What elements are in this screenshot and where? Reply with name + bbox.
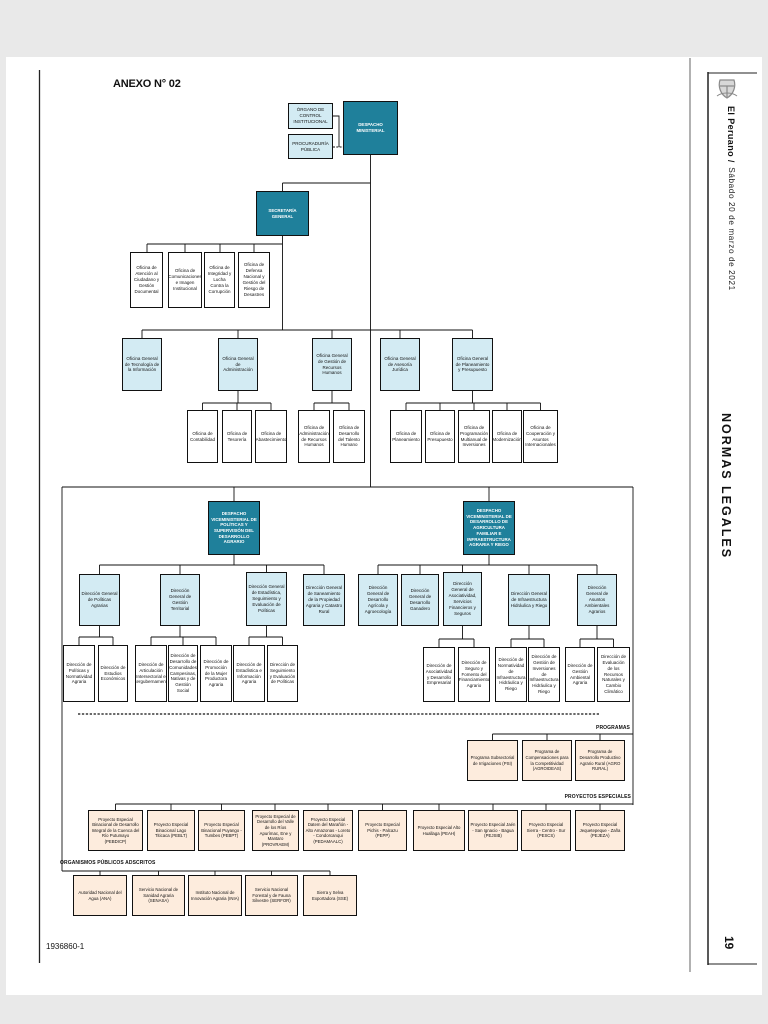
org-box-dg-estadistica: Dirección General de Estadística, Seguim… [246, 572, 287, 626]
programas-section-label: PROGRAMAS [596, 725, 630, 731]
org-box-dir-comunidades: Dirección de Desarrollo de Comunidades C… [168, 645, 198, 702]
org-box-dir-gestion-ambiental: Dirección de Gestión Ambiental Agraria [565, 647, 595, 702]
org-box-organismo-senasa: Servicio Nacional de Sanidad Agraria (SE… [132, 875, 185, 916]
masthead-el-peruano: El Peruano / [726, 106, 736, 163]
org-box-dg-desarrollo-ganadero: Dirección General de Desarrollo Ganadero [401, 574, 439, 626]
org-box-dir-asociatividad-empresarial: Dirección de Asociatividad y Desarrollo … [423, 647, 455, 702]
org-box-oficina-atencion-ciudadano: Oficina de Atención al Ciudadano y Gesti… [130, 252, 163, 308]
proyectos-section-label: PROYECTOS ESPECIALES [564, 794, 631, 800]
org-box-organismo-ana: Autoridad Nacional del Agua (ANA) [73, 875, 127, 916]
org-box-organismo-sse: Sierra y Selva Exportadora (SSE) [303, 875, 357, 916]
org-box-dg-saneamiento: Dirección General de Saneamiento de la P… [303, 574, 345, 626]
org-box-dir-seguro-fomento: Dirección de Seguro y Fomento del Financ… [458, 647, 490, 702]
org-box-modernizacion: Oficina de Modernización [492, 410, 522, 463]
org-box-organismo-inia: Instituto Nacional de Innovación Agraria… [188, 875, 242, 916]
org-box-secretaria-general: SECRETARÍA GENERAL [256, 191, 309, 236]
publication-code: 1936860-1 [46, 942, 85, 951]
org-box-proyecto-pejsib: Proyecto Especial Jaén - San Ignacio - B… [468, 810, 518, 851]
org-box-og-planeamiento: Oficina General de Planeamiento y Presup… [452, 338, 493, 391]
section-normas-legales: NORMAS LEGALES [719, 413, 733, 560]
org-box-proyecto-provraem: Proyecto Especial de Desarrollo del Vall… [252, 810, 299, 851]
org-box-proyecto-peah: Proyecto Especial Alto Huallaga (PEAH) [413, 810, 465, 851]
page-number: 19 [722, 936, 736, 950]
el-peruano-coat-of-arms-logo [716, 79, 738, 99]
org-box-dir-gestion-inversiones: Dirección de Gestión de Inversiones de I… [528, 647, 560, 702]
org-box-programacion-multianual: Oficina de Programación Multianual de In… [458, 410, 490, 463]
masthead-vertical: El Peruano / Sábado 20 de marzo de 2021 [722, 106, 740, 291]
org-box-proyecto-pepp: Proyecto Especial Pichis - Palcazu (PEPP… [358, 810, 407, 851]
org-box-og-asesoria-juridica: Oficina General de Asesoría Jurídica [380, 338, 420, 391]
org-box-dg-desarrollo-agricola: Dirección General de Desarrollo Agrícola… [358, 574, 398, 626]
org-box-talento-humano: Oficina de Desarrollo del Talento Humano [333, 410, 365, 463]
org-box-cooperacion-internacional: Oficina de Cooperación y Asuntos Interna… [523, 410, 558, 463]
org-box-proyecto-pebdicp: Proyecto Especial Binacional de Desarrol… [88, 810, 143, 851]
anexo-title: ANEXO N° 02 [113, 78, 181, 90]
org-box-contabilidad: Oficina de Contabilidad [187, 410, 218, 463]
org-box-tesoreria: Oficina de Tesorería [222, 410, 252, 463]
org-box-dir-estudios-economicos: Dirección de Estudios Económicos [98, 645, 128, 702]
org-box-og-tecnologia: Oficina General de Tecnología de la Info… [122, 338, 162, 391]
org-box-abastecimiento: Oficina de Abastecimiento [255, 410, 287, 463]
org-box-proyecto-pescs: Proyecto Especial Sierra - Centro - Sur … [521, 810, 571, 851]
org-box-dir-politicas-normatividad: Dirección de Políticas y Normatividad Ag… [63, 645, 95, 702]
org-box-oficina-integridad: Oficina de Integridad y Lucha Contra la … [204, 252, 235, 308]
org-box-og-recursos-humanos: Oficina General de Gestión de Recursos H… [312, 338, 352, 391]
org-box-proyecto-pebpt: Proyecto Especial Binacional Puyango - T… [198, 810, 245, 851]
org-box-dir-seguimiento-evaluacion: Dirección de Seguimiento y Evaluación de… [267, 645, 298, 702]
org-box-dg-politicas-agrarias: Dirección General de Políticas Agrarias [79, 574, 120, 626]
org-box-programa-agrorural: Programa de Desarrollo Productivo Agrari… [575, 740, 625, 781]
org-box-procuraduria: PROCURADURÍA PÚBLICA [288, 134, 333, 159]
org-box-organismo-serfor: Servicio Nacional Forestal y de Fauna Si… [245, 875, 298, 916]
org-box-administracion-rrhh: Oficina de Administración de Recursos Hu… [298, 410, 330, 463]
org-box-oficina-planeamiento: Oficina de Planeamiento [390, 410, 422, 463]
org-box-proyecto-pedamaalc: Proyecto Especial Datem del Marañón - Al… [303, 810, 353, 851]
org-box-dir-estadistica-informacion: Dirección de Estadística e Información A… [233, 645, 265, 702]
org-box-oficina-comunicaciones: Oficina de Comunicaciones e Imagen Insti… [168, 252, 202, 308]
org-box-proyecto-peblt: Proyecto Especial Binacional Lago Titica… [147, 810, 195, 851]
org-box-viceministerio-desarrollo: DESPACHO VICEMINISTERIAL DE DESARROLLO D… [463, 501, 515, 555]
org-box-og-administracion: Oficina General de Administración [218, 338, 258, 391]
org-box-oficina-defensa-nacional: Oficina de Defensa Nacional y Gestión de… [238, 252, 270, 308]
org-box-programa-agroideas: Programa de Compensaciones para la Compe… [522, 740, 572, 781]
org-box-despacho-ministerial: DESPACHO MINISTERIAL [343, 101, 398, 155]
org-box-dg-infraestructura: Dirección General de Infraestructura Hid… [508, 574, 550, 626]
org-box-oficina-presupuesto: Oficina de Presupuesto [425, 410, 455, 463]
org-box-dg-asuntos-ambientales: Dirección General de Asuntos Ambientales… [577, 574, 617, 626]
org-box-dir-normatividad-infraestructura: Dirección de Normatividad de Infraestruc… [495, 647, 527, 702]
org-box-proyecto-pejeza: Proyecto Especial Jequetepeque - Zaña (P… [575, 810, 625, 851]
org-box-dir-evaluacion-recursos: Dirección de Evaluación de los Recursos … [597, 647, 630, 702]
org-box-dir-articulacion: Dirección de Articulación Intersectorial… [135, 645, 167, 702]
org-box-organo-control: ÓRGANO DE CONTROL INSTITUCIONAL [288, 103, 333, 129]
org-box-dg-asociatividad: Dirección General de Asociatividad, Serv… [443, 572, 482, 626]
org-box-dg-gestion-territorial: Dirección General de Gestión Territorial [160, 574, 200, 626]
org-box-viceministerio-politicas: DESPACHO VICEMINISTERIAL DE POLÍTICAS Y … [208, 501, 260, 555]
org-box-dir-mujer-productora: Dirección de Promoción de la Mujer Produ… [200, 645, 232, 702]
masthead-date: Sábado 20 de marzo de 2021 [727, 167, 736, 291]
org-box-programa-psi: Programa Subsectorial de Irrigaciones (P… [467, 740, 518, 781]
organismos-section-label: ORGANISMOS PÚBLICOS ADSCRITOS [60, 860, 156, 866]
